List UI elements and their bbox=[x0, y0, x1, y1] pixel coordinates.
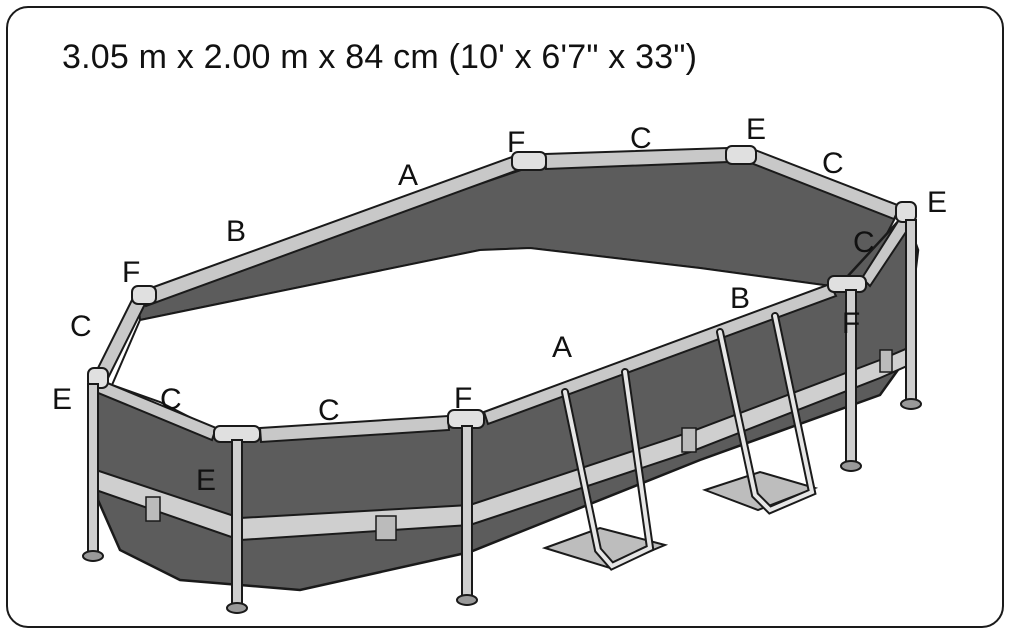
strap-buckle-3 bbox=[681, 427, 697, 453]
corner-joints bbox=[87, 145, 917, 443]
label-f-left: F bbox=[122, 256, 140, 289]
label-c-left: C bbox=[70, 310, 92, 343]
label-b-back: B bbox=[226, 215, 246, 248]
label-e-right: E bbox=[927, 186, 947, 219]
joint-f-back bbox=[511, 151, 547, 171]
joint-f-left bbox=[131, 285, 157, 305]
ladder-base-left bbox=[541, 526, 669, 570]
label-a-front: A bbox=[552, 331, 572, 364]
label-c-front-mid: C bbox=[318, 394, 340, 427]
ladder-right-inner bbox=[718, 314, 815, 513]
label-e-front: E bbox=[196, 464, 216, 497]
label-f-front: F bbox=[454, 382, 472, 415]
label-c-back-right: C bbox=[822, 147, 844, 180]
strap-buckle-1 bbox=[145, 496, 161, 522]
label-f-back: F bbox=[507, 126, 525, 159]
strap-buckle-4 bbox=[879, 349, 893, 373]
label-c-back: C bbox=[630, 122, 652, 155]
label-c-front-left: C bbox=[160, 383, 182, 416]
label-a-back: A bbox=[398, 159, 418, 192]
label-e-back: E bbox=[746, 113, 766, 146]
leg-front-left bbox=[231, 439, 243, 605]
ladder-left-inner bbox=[563, 370, 653, 569]
label-b-front: B bbox=[730, 282, 750, 315]
label-e-left: E bbox=[52, 383, 72, 416]
leg-left bbox=[87, 383, 99, 553]
strap-buckle-2 bbox=[375, 515, 397, 541]
leg-right bbox=[905, 219, 917, 403]
rail-front-long bbox=[482, 282, 838, 426]
leg-front-mid bbox=[461, 425, 473, 597]
label-f-right: F bbox=[842, 307, 860, 340]
label-c-right: C bbox=[853, 226, 875, 259]
joint-e-back bbox=[725, 145, 757, 165]
leg-feet bbox=[82, 398, 922, 614]
pool-dimensions-title: 3.05 m x 2.00 m x 84 cm (10' x 6'7" x 33… bbox=[62, 38, 698, 76]
